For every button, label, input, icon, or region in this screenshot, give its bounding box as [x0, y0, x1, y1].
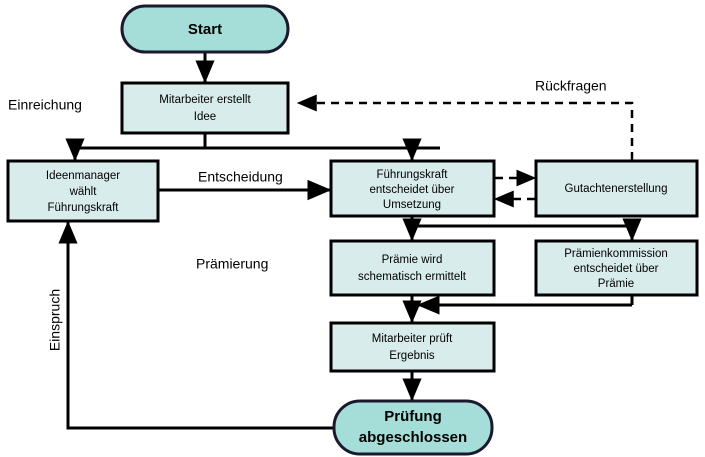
label-einspruch: Einspruch — [47, 289, 63, 351]
end-shape — [332, 399, 494, 456]
node-check[interactable]: Mitarbeiter prüft Ergebnis — [329, 321, 496, 373]
bonus-auto-label-line2: schematisch ermittelt — [358, 271, 467, 283]
bonus-commission-label-line2: entscheidet über — [573, 263, 658, 275]
start-label: Start — [188, 21, 222, 38]
leader-label-line2: entscheidet über — [369, 184, 454, 196]
node-start[interactable]: Start — [120, 4, 290, 54]
leader-label-line3: Umsetzung — [383, 199, 441, 211]
check-label-line1: Mitarbeiter prüft — [372, 333, 453, 345]
node-end[interactable]: Prüfung abgeschlossen — [332, 399, 494, 456]
expert-shape — [534, 159, 699, 218]
manager-label-line1: Ideenmanager — [46, 170, 120, 182]
end-label-line1: Prüfung — [384, 408, 442, 425]
manager-label-line2: wählt — [69, 186, 98, 198]
label-einreichung: Einreichung — [8, 97, 82, 113]
bonus-auto-shape — [329, 239, 496, 297]
bonus-commission-label-line3: Prämie — [598, 278, 634, 290]
idea-label-line1: Mitarbeiter erstellt — [159, 94, 251, 106]
expert-label: Gutachtenerstellung — [565, 183, 668, 195]
node-expert[interactable]: Gutachtenerstellung — [534, 159, 699, 218]
idea-label-line2: Idee — [194, 111, 216, 123]
bonus-commission-label-line1: Prämienkommission — [564, 248, 668, 260]
bonus-commission-shape — [534, 239, 699, 297]
label-entscheidung: Entscheidung — [198, 169, 283, 185]
node-bonus-commission[interactable]: Prämienkommission entscheidet über Prämi… — [534, 239, 699, 297]
leader-label-line1: Führungskraft — [377, 169, 449, 181]
manager-label-line3: Führungskraft — [48, 202, 120, 214]
end-label-line2: abgeschlossen — [359, 429, 467, 446]
node-idea[interactable]: Mitarbeiter erstellt Idee — [120, 81, 290, 135]
node-manager[interactable]: Ideenmanager wählt Führungskraft — [6, 159, 160, 223]
label-praemierung: Prämierung — [196, 256, 268, 272]
node-leader[interactable]: Führungskraft entscheidet über Umsetzung — [329, 159, 496, 218]
leader-shape — [329, 159, 496, 218]
start-shape — [120, 4, 290, 54]
label-rueckfragen: Rückfragen — [535, 78, 607, 94]
check-shape — [329, 321, 496, 373]
check-label-line2: Ergebnis — [389, 350, 435, 362]
idea-shape — [120, 81, 290, 135]
manager-shape — [6, 159, 160, 223]
edge-objection — [58, 220, 336, 430]
node-bonus-auto[interactable]: Prämie wird schematisch ermittelt — [329, 239, 496, 297]
bonus-auto-label-line1: Prämie wird — [382, 254, 443, 266]
edge-queries-dashed — [296, 94, 634, 160]
